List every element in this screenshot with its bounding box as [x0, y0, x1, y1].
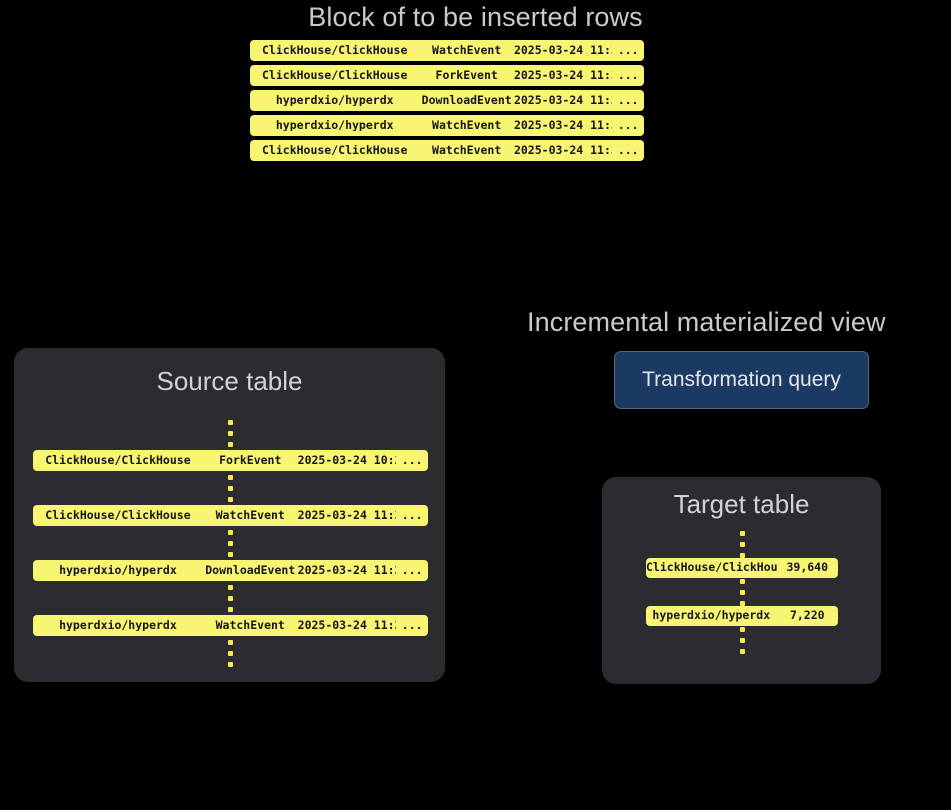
row-event: WatchEvent	[215, 619, 285, 632]
row-timestamp: 2025-03-24 11:35:48	[513, 94, 613, 107]
row-event: ForkEvent	[219, 454, 282, 467]
materialized-view-heading: Incremental materialized view	[527, 307, 886, 337]
row-ellipsis: ...	[401, 509, 423, 522]
row-event: WatchEvent	[432, 144, 502, 157]
target-table-rows: ClickHouse/ClickHouse 39,640 hyperdxio/hyp…	[646, 530, 838, 654]
row-continuation-dots-icon	[33, 581, 428, 615]
table-row[interactable]: ClickHouse/ClickHouse WatchEvent 2025-03-2…	[33, 505, 428, 526]
row-ellipsis: ...	[617, 94, 639, 107]
table-row[interactable]: hyperdxio/hyperdx 7,220	[646, 606, 838, 626]
row-ellipsis: ...	[617, 119, 639, 132]
row-timestamp: 2025-03-24 10:25:00	[297, 454, 397, 467]
row-repo: ClickHouse/ClickHouse	[646, 562, 777, 574]
row-ellipsis: ...	[617, 144, 639, 157]
row-repo: ClickHouse/ClickHouse	[45, 454, 191, 467]
row-repo: hyperdxio/hyperdx	[275, 94, 394, 107]
row-continuation-dots-icon	[33, 526, 428, 560]
row-timestamp: 2025-03-24 11:35:54	[513, 144, 613, 157]
source-table-card: Source table ClickHouse/ClickHouse ForkEv…	[14, 348, 445, 682]
table-row[interactable]: ClickHouse/ClickHouse ForkEvent 2025-03-24…	[33, 450, 428, 471]
table-row[interactable]: ClickHouse/ClickHouse WatchEvent 2025-03-2…	[250, 140, 644, 161]
row-continuation-dots-icon	[33, 471, 428, 505]
row-ellipsis: ...	[401, 619, 423, 632]
row-event: WatchEvent	[432, 44, 502, 57]
target-table-card: Target table ClickHouse/ClickHouse 39,640…	[602, 477, 881, 684]
transformation-query-box[interactable]: Transformation query	[614, 351, 869, 409]
row-timestamp: 2025-03-24 11:20:12	[297, 564, 397, 577]
row-ellipsis: ...	[401, 564, 423, 577]
row-event: WatchEvent	[432, 119, 502, 132]
row-ellipsis: ...	[401, 454, 423, 467]
target-table-title: Target table	[673, 489, 810, 519]
transformation-query-label: Transformation query	[642, 368, 841, 391]
table-row[interactable]: ClickHouse/ClickHouse WatchEvent 2025-03-2…	[250, 40, 644, 61]
table-row[interactable]: ClickHouse/ClickHouse 39,640	[646, 558, 838, 578]
row-continuation-dots-icon	[646, 626, 838, 654]
row-repo: hyperdxio/hyperdx	[59, 564, 177, 577]
block-heading: Block of to be inserted rows	[308, 2, 643, 32]
row-timestamp: 2025-03-24 11:35:40	[513, 44, 613, 57]
row-ellipsis: ...	[617, 69, 639, 82]
row-continuation-dots-icon	[33, 416, 428, 450]
row-count: 39,640	[786, 562, 829, 574]
row-event: DownloadEvent	[205, 564, 296, 577]
source-table-rows: ClickHouse/ClickHouse ForkEvent 2025-03-24…	[33, 416, 428, 670]
row-event: DownloadEvent	[421, 94, 512, 107]
row-event: WatchEvent	[215, 509, 285, 522]
row-continuation-dots-icon	[646, 530, 838, 558]
table-row[interactable]: hyperdxio/hyperdx WatchEvent 2025-03-24 11…	[250, 115, 644, 136]
row-repo: ClickHouse/ClickHouse	[45, 509, 191, 522]
row-count: 7,220	[789, 610, 825, 622]
row-repo: hyperdxio/hyperdx	[59, 619, 177, 632]
row-continuation-dots-icon	[33, 636, 428, 670]
table-row[interactable]: hyperdxio/hyperdx WatchEvent 2025-03-24 11…	[33, 615, 428, 636]
table-row[interactable]: ClickHouse/ClickHouse ForkEvent 2025-03-24…	[250, 65, 644, 86]
row-repo: hyperdxio/hyperdx	[652, 610, 771, 622]
row-continuation-dots-icon	[646, 578, 838, 606]
source-table-title: Source table	[156, 366, 303, 396]
row-timestamp: 2025-03-24 11:35:52	[513, 119, 613, 132]
row-timestamp: 2025-03-24 11:28:32	[297, 619, 397, 632]
row-event: ForkEvent	[435, 69, 498, 82]
row-timestamp: 2025-03-24 11:32:54	[297, 509, 397, 522]
row-timestamp: 2025-03-24 11:35:44	[513, 69, 613, 82]
row-repo: ClickHouse/ClickHouse	[262, 144, 408, 157]
row-repo: ClickHouse/ClickHouse	[262, 69, 408, 82]
row-ellipsis: ...	[617, 44, 639, 57]
row-repo: ClickHouse/ClickHouse	[262, 44, 408, 57]
row-repo: hyperdxio/hyperdx	[275, 119, 394, 132]
